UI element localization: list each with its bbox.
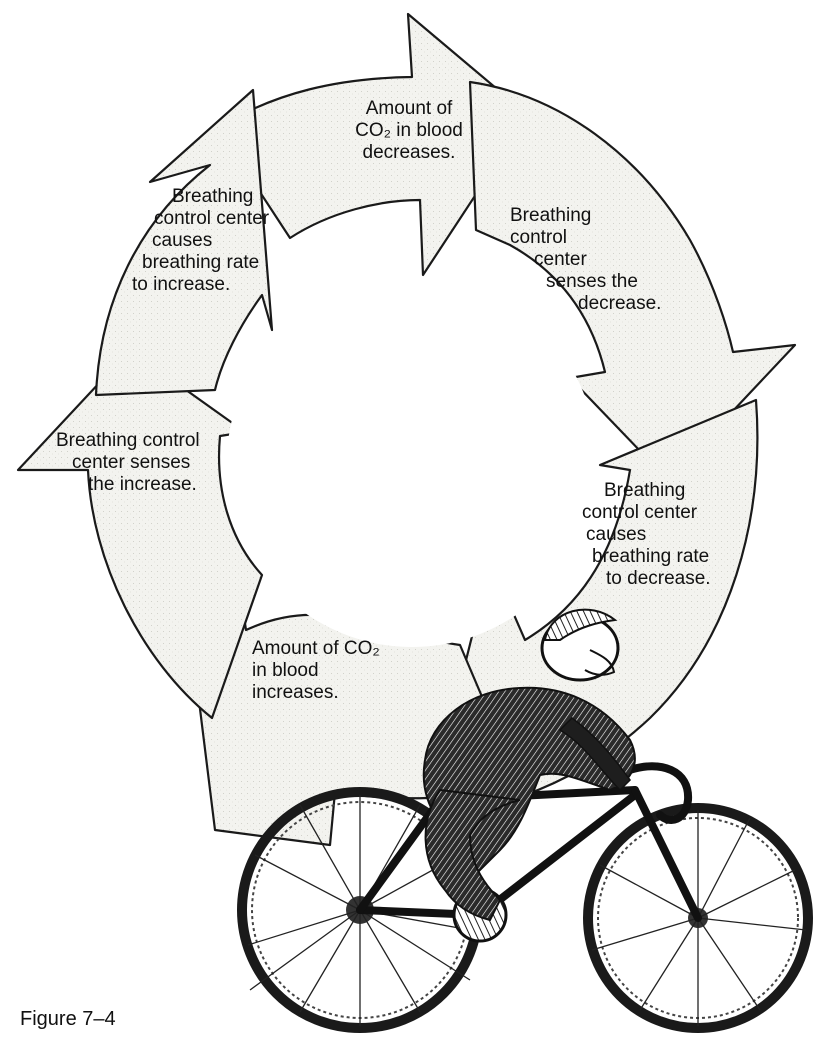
label-line: Breathing	[172, 186, 254, 207]
label-line: Breathing control	[56, 430, 200, 451]
label-line: control	[510, 227, 568, 248]
label-line: breathing rate	[592, 546, 710, 567]
arrow-co2-decreases	[216, 12, 530, 277]
label-line: center	[534, 249, 587, 270]
arrow-senses-decrease	[468, 80, 797, 482]
label-line: causes	[586, 524, 647, 545]
label-senses-increase: Breathing control center senses the incr…	[56, 430, 256, 496]
label-line: to decrease.	[606, 568, 711, 589]
label-line: the increase.	[88, 474, 197, 495]
label-co2-decreases: Amount of CO₂ in blood decreases.	[334, 98, 484, 164]
label-line: in blood	[252, 660, 319, 681]
label-line: increases.	[252, 682, 339, 703]
rear-wheel	[237, 787, 483, 1033]
label-line: to increase.	[132, 274, 231, 295]
label-line: CO₂ in blood	[355, 120, 463, 141]
label-line: control center	[154, 208, 270, 229]
cyclist-illustration	[237, 608, 813, 1033]
arrow-causes-increase	[94, 88, 274, 397]
front-wheel	[583, 803, 813, 1033]
rider-arm	[558, 717, 631, 792]
cycle-center	[227, 277, 597, 647]
label-line: Breathing	[510, 205, 592, 226]
label-line: Amount of CO₂	[252, 638, 380, 659]
label-causes-increase: Breathing control center causes breathin…	[132, 186, 302, 296]
label-line: senses the	[546, 271, 638, 292]
label-line: control center	[582, 502, 698, 523]
label-line: breathing rate	[142, 252, 260, 273]
label-senses-decrease: Breathing control center senses the decr…	[510, 205, 710, 315]
arrow-senses-increase	[16, 348, 264, 720]
rider-head	[540, 608, 620, 682]
label-co2-increases: Amount of CO₂ in blood increases.	[252, 638, 442, 704]
label-line: causes	[152, 230, 213, 251]
label-causes-decrease: Breathing control center causes breathin…	[582, 480, 762, 590]
label-line: Breathing	[604, 480, 686, 501]
figure-caption: Figure 7–4	[20, 1008, 116, 1030]
label-line: decrease.	[578, 293, 662, 314]
label-line: center senses	[72, 452, 191, 473]
rider-leg	[424, 788, 521, 922]
label-line: Amount of	[365, 98, 453, 119]
label-line: decreases.	[362, 142, 456, 163]
